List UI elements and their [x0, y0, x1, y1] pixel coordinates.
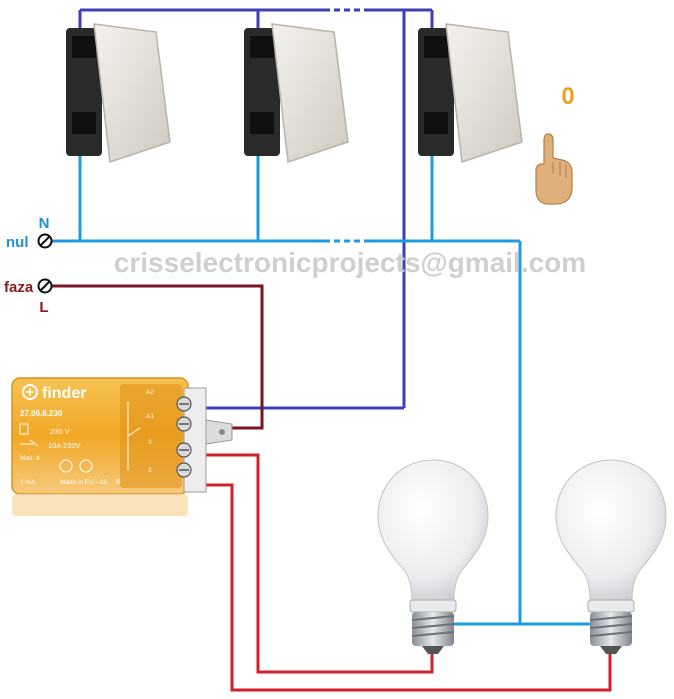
phase-letter: L — [39, 299, 48, 316]
relay-coil-rating: 230 V — [50, 427, 70, 436]
relay-terminal-label-a2: A2 — [146, 389, 154, 396]
phase-terminal-screw-icon — [37, 278, 53, 294]
relay-contact-rating: 10A 230V — [48, 441, 81, 450]
finder-logo-icon — [22, 384, 38, 400]
hand-pointer-icon — [535, 133, 573, 205]
relay-origin: Made in EU - 02 — [60, 479, 107, 486]
neutral-name: nul — [6, 234, 29, 251]
relay-terminal-label-3: 3 — [148, 439, 152, 446]
phase-name: faza — [4, 279, 34, 296]
neutral-letter: N — [39, 215, 50, 232]
led-bulb-icon — [377, 459, 489, 654]
neutral-terminal-screw-icon — [37, 233, 53, 249]
push-button-switch-3[interactable] — [418, 23, 523, 164]
neutral-wire — [50, 83, 590, 626]
relay-terminal-label-a1: A1 — [146, 413, 154, 420]
relay-brand: finder — [42, 385, 86, 402]
relay-terminal-screw-icon — [176, 396, 192, 478]
watermark-email: crisselectronicprojects@gmail.com — [114, 247, 586, 278]
push-button-switch-1[interactable] — [66, 23, 171, 164]
relay-terminal-label-2: 2 — [148, 467, 152, 474]
relay-model: 27.06.8.230 — [20, 409, 63, 418]
relay-current-note: 1 mA — [20, 479, 36, 486]
relay-max-note: Max. 4 — [20, 455, 40, 462]
load-wire — [200, 453, 612, 692]
push-button-switch-2[interactable] — [244, 23, 349, 164]
relay-origin-suffix: B — [116, 479, 121, 486]
indicator-value: 0 — [561, 83, 574, 110]
step-relay: finder 27.06.8.230 230 V 10A 230V Max. 4… — [11, 377, 233, 516]
led-bulb-icon — [555, 459, 667, 654]
